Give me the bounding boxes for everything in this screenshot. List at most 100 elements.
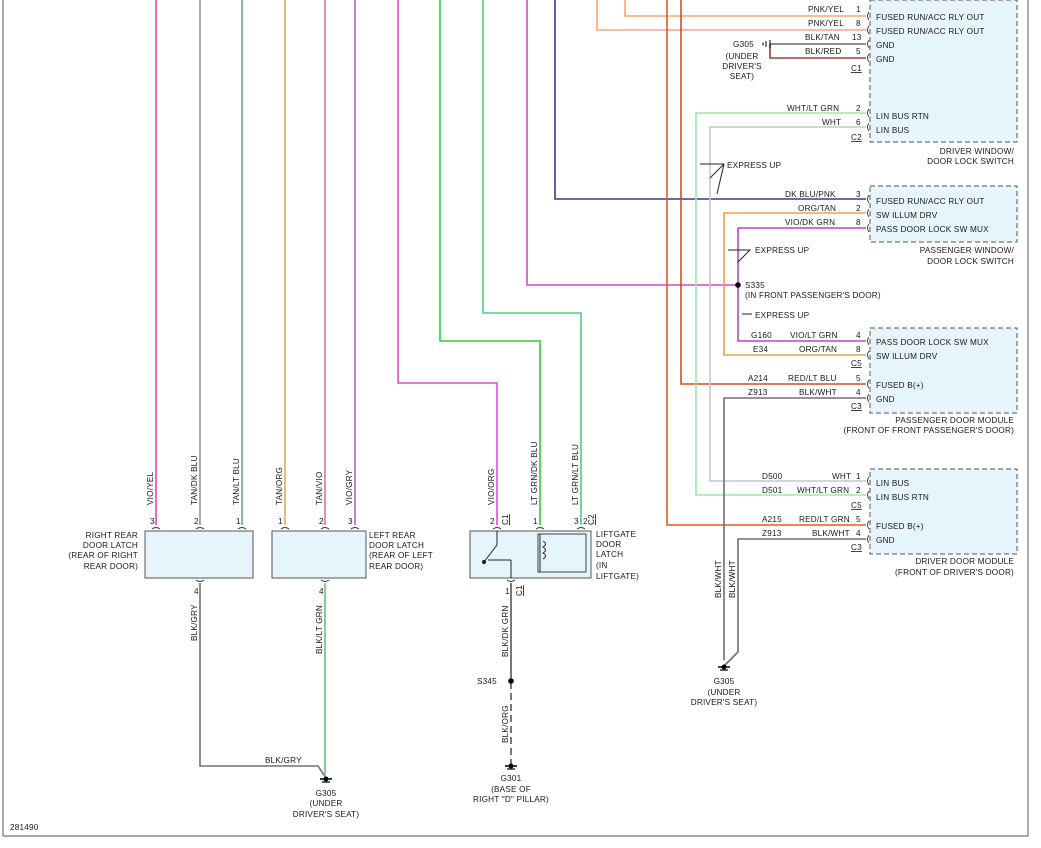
wire-blk-red [769, 44, 866, 59]
svg-text:3: 3 [348, 517, 353, 526]
svg-text:4: 4 [856, 388, 861, 397]
svg-text:WHT: WHT [822, 118, 841, 127]
svg-text:BLK/WHT: BLK/WHT [728, 560, 737, 598]
svg-text:(REAR OF RIGHT: (REAR OF RIGHT [68, 551, 138, 560]
svg-text:FUSED RUN/ACC RLY OUT: FUSED RUN/ACC RLY OUT [876, 197, 985, 206]
svg-text:VIO/GRY: VIO/GRY [345, 469, 354, 505]
svg-text:2: 2 [583, 517, 588, 526]
svg-text:C5: C5 [851, 501, 862, 510]
svg-text:2: 2 [194, 517, 199, 526]
express-up-label-3: EXPRESS UP [755, 311, 810, 320]
svg-text:2: 2 [490, 517, 495, 526]
svg-text:ORG/TAN: ORG/TAN [799, 345, 837, 354]
svg-text:(UNDER: (UNDER [707, 688, 740, 697]
svg-text:BLK/GRY: BLK/GRY [190, 604, 199, 641]
splice-s335-dot [735, 282, 741, 288]
svg-text:VIO/YEL: VIO/YEL [146, 471, 155, 505]
svg-text:2: 2 [856, 104, 861, 113]
wire-vio-org [397, 0, 498, 525]
svg-text:LIN BUS: LIN BUS [876, 479, 910, 488]
svg-text:13: 13 [852, 33, 862, 42]
svg-text:PASSENGER DOOR MODULE: PASSENGER DOOR MODULE [895, 416, 1014, 425]
svg-text:3: 3 [856, 190, 861, 199]
svg-text:PASS DOOR LOCK SW MUX: PASS DOOR LOCK SW MUX [876, 338, 989, 347]
svg-text:DOOR LATCH: DOOR LATCH [83, 541, 138, 550]
svg-text:C1: C1 [851, 64, 862, 73]
svg-text:FUSED RUN/ACC RLY OUT: FUSED RUN/ACC RLY OUT [876, 27, 985, 36]
diagram-id: 281490 [10, 823, 39, 832]
passenger-switch-box [869, 185, 1018, 243]
svg-text:1: 1 [533, 517, 538, 526]
svg-text:G301: G301 [501, 774, 522, 783]
svg-text:PASS DOOR LOCK SW MUX: PASS DOOR LOCK SW MUX [876, 225, 989, 234]
svg-text:TAN/DK BLU: TAN/DK BLU [190, 455, 199, 505]
svg-text:A215: A215 [762, 515, 782, 524]
svg-text:TAN/LT BLU: TAN/LT BLU [232, 458, 241, 505]
svg-text:1: 1 [278, 517, 283, 526]
svg-text:C1: C1 [515, 585, 524, 596]
splice-s335-loc: (IN FRONT PASSENGER'S DOOR) [745, 291, 881, 300]
svg-text:8: 8 [856, 345, 861, 354]
wire-magenta-s335 [526, 0, 738, 286]
svg-text:PNK/YEL: PNK/YEL [808, 5, 844, 14]
svg-text:REAR DOOR): REAR DOOR) [84, 562, 138, 571]
latch-titles: RIGHT REAR DOOR LATCH (REAR OF RIGHT REA… [68, 530, 639, 581]
svg-text:GND: GND [876, 41, 895, 50]
svg-text:G305: G305 [733, 40, 754, 49]
svg-text:RED/LT BLU: RED/LT BLU [788, 374, 837, 383]
svg-text:SW ILLUM DRV: SW ILLUM DRV [876, 211, 938, 220]
svg-text:(BASE OF: (BASE OF [491, 785, 531, 794]
svg-text:VIO/DK GRN: VIO/DK GRN [785, 218, 835, 227]
ground-wire-labels: 4 BLK/GRY 4 BLK/LT GRN 1 C1 BLK/DK GRN B… [190, 560, 737, 765]
svg-text:DRIVER'S: DRIVER'S [722, 62, 762, 71]
svg-text:(REAR OF LEFT: (REAR OF LEFT [369, 551, 433, 560]
svg-text:2: 2 [856, 204, 861, 213]
svg-text:(IN: (IN [596, 561, 608, 570]
right-rear-latch-box [144, 530, 254, 579]
svg-text:S345: S345 [477, 677, 497, 686]
express-up-arrows [700, 163, 752, 315]
liftgate-switch-icon [481, 531, 587, 578]
svg-text:(FRONT OF DRIVER'S DOOR): (FRONT OF DRIVER'S DOOR) [895, 568, 1014, 577]
svg-text:C3: C3 [851, 402, 862, 411]
driver-door-module-box [869, 468, 1018, 555]
svg-text:Z913: Z913 [748, 388, 768, 397]
express-up-label-2: EXPRESS UP [755, 246, 810, 255]
svg-text:DOOR: DOOR [596, 540, 621, 549]
ground-symbols-bottom [320, 664, 730, 783]
svg-text:3: 3 [150, 517, 155, 526]
svg-text:FUSED B(+): FUSED B(+) [876, 381, 924, 390]
svg-text:RED/LT GRN: RED/LT GRN [799, 515, 850, 524]
svg-text:2: 2 [319, 517, 324, 526]
ground-top-symbol [762, 40, 771, 48]
svg-text:GND: GND [876, 536, 895, 545]
svg-text:BLK/GRY: BLK/GRY [265, 756, 302, 765]
liftgate-latch-box [469, 530, 592, 579]
pin-marks [151, 11, 870, 582]
svg-text:3: 3 [574, 517, 579, 526]
wire-lt-grn-lt-blu [482, 0, 582, 525]
svg-text:G305: G305 [714, 677, 735, 686]
wire-blk-gry [199, 583, 327, 779]
svg-text:SEAT): SEAT) [730, 72, 755, 81]
svg-text:4: 4 [194, 587, 199, 596]
svg-text:5: 5 [856, 515, 861, 524]
svg-text:REAR DOOR): REAR DOOR) [369, 562, 423, 571]
svg-text:BLK/RED: BLK/RED [805, 47, 841, 56]
svg-text:GND: GND [876, 55, 895, 64]
wire-wht-lt-grn [695, 112, 866, 496]
wire-blk-wht-drv [723, 538, 866, 667]
svg-text:C3: C3 [851, 543, 862, 552]
svg-text:DRIVER DOOR MODULE: DRIVER DOOR MODULE [915, 557, 1014, 566]
svg-text:6: 6 [856, 118, 861, 127]
svg-text:DOOR LOCK SWITCH: DOOR LOCK SWITCH [927, 257, 1014, 266]
svg-text:DRIVER WINDOW/: DRIVER WINDOW/ [940, 147, 1015, 156]
splice-s335-id: S335 [745, 281, 765, 290]
latch-wire-labels: VIO/YEL TAN/DK BLU TAN/LT BLU 3 2 1 TAN/… [146, 441, 596, 526]
svg-text:FUSED RUN/ACC RLY OUT: FUSED RUN/ACC RLY OUT [876, 13, 985, 22]
